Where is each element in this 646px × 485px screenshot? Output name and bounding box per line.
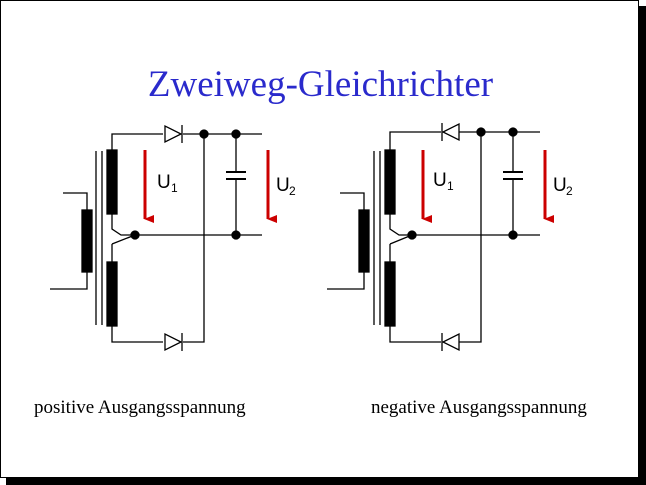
circuit-positive: [50, 124, 262, 352]
caption-positive: positive Ausgangsspannung: [34, 397, 246, 418]
wire: [389, 131, 441, 150]
wire: [111, 133, 163, 150]
junction-dot: [130, 230, 140, 240]
diode-upper: [164, 124, 183, 144]
voltage-label-u1-subscript: 1: [447, 179, 454, 193]
primary-lead-bottom: [50, 272, 88, 290]
slide-title: Zweiweg-Gleichrichter: [147, 64, 494, 105]
voltage-label-u1: U: [433, 170, 447, 191]
wire: [183, 134, 205, 343]
diode-lower: [441, 332, 460, 352]
primary-lead-top: [63, 192, 88, 212]
voltage-label-u1: U: [157, 172, 171, 193]
wire: [389, 214, 540, 236]
diode-lower: [164, 332, 183, 352]
voltage-label-u2: U: [276, 175, 290, 196]
diode-upper: [441, 122, 460, 142]
junction-dot: [476, 127, 486, 137]
junction-dot: [508, 230, 518, 240]
voltage-label-u2-subscript: 2: [566, 184, 573, 198]
slide-shadow-bottom: [6, 478, 646, 485]
junction-dot: [231, 129, 241, 139]
circuit-negative: [327, 122, 540, 352]
voltage-label-u1-subscript: 1: [171, 181, 178, 195]
caption-negative: negative Ausgangsspannung: [371, 397, 587, 418]
secondary-winding-upper: [106, 149, 118, 215]
secondary-winding-lower: [106, 261, 118, 327]
primary-winding: [358, 209, 370, 273]
junction-dot: [508, 127, 518, 137]
wire: [111, 326, 163, 343]
primary-winding: [81, 209, 93, 273]
primary-lead-bottom: [327, 272, 365, 290]
junction-dot: [231, 230, 241, 240]
wire: [111, 214, 262, 236]
slide: Zweiweg-Gleichrichter: [0, 0, 639, 478]
voltage-label-u2-subscript: 2: [289, 184, 296, 198]
secondary-winding-lower: [384, 261, 396, 327]
junction-dot: [199, 129, 209, 139]
wire: [459, 132, 482, 343]
voltage-label-u2: U: [553, 175, 567, 196]
wire: [389, 326, 441, 343]
junction-dot: [407, 230, 417, 240]
primary-lead-top: [340, 192, 365, 210]
slide-shadow-right: [639, 6, 646, 485]
secondary-winding-upper: [384, 149, 396, 215]
